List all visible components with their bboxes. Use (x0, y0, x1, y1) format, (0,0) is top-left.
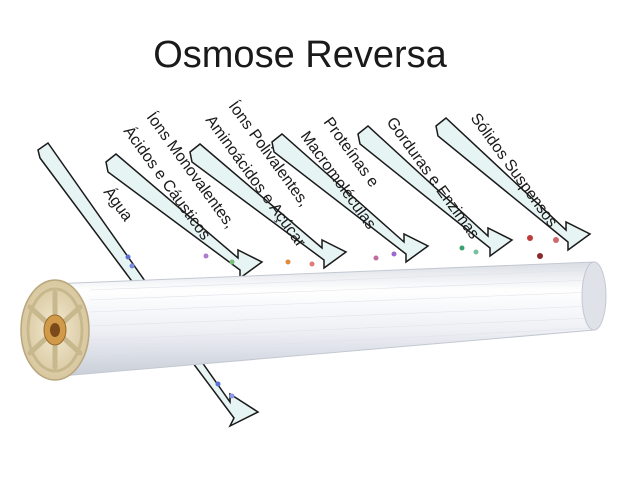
particles-monovalent (203, 253, 235, 265)
membrane-tube (49, 261, 607, 377)
particles-fats (459, 245, 479, 255)
flow-channel-water (37, 141, 260, 428)
particles-water (125, 254, 235, 399)
flow-channel-monovalent (105, 153, 264, 280)
flow-channel-solids (435, 117, 592, 252)
page-title: Osmose Reversa (153, 34, 447, 76)
particles-solids (527, 235, 559, 259)
flow-channel-polyvalent (189, 143, 348, 270)
label-fats: Gorduras e Enzimas (383, 114, 482, 242)
flow-channel-proteins (271, 133, 430, 264)
flow-channel-fats (357, 125, 514, 258)
particles-proteins (373, 251, 397, 261)
end-cap (20, 279, 90, 381)
particles-polyvalent (285, 259, 315, 267)
